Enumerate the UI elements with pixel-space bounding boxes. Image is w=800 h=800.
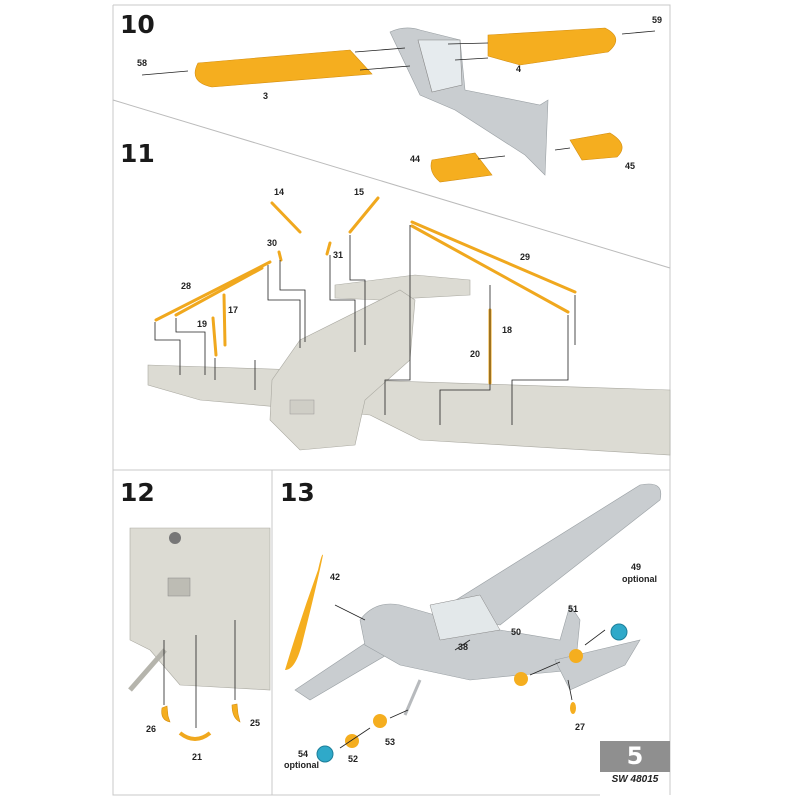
part-label: 25 bbox=[250, 718, 260, 728]
part-label: 19 bbox=[197, 319, 207, 329]
part-label: 26 bbox=[146, 724, 156, 734]
assembly-lines bbox=[154, 225, 576, 425]
cockpit-glazing bbox=[429, 594, 501, 641]
part-label: 30 bbox=[267, 238, 277, 248]
part-label: 4 bbox=[516, 64, 521, 74]
part-label: 20 bbox=[470, 349, 480, 359]
part-label: 38 bbox=[458, 642, 468, 652]
part-label: 14 bbox=[274, 187, 284, 197]
page-number: 5 bbox=[600, 741, 670, 772]
tailplane bbox=[554, 639, 641, 691]
step-11: 11 14 15 30 31 28 29 17 19 18 20 bbox=[120, 139, 671, 456]
exhaust bbox=[169, 532, 181, 544]
step-number: 13 bbox=[280, 478, 315, 507]
stabilizer-part-45 bbox=[569, 132, 623, 161]
part-label: 44 bbox=[410, 154, 420, 164]
part-label: 28 bbox=[181, 281, 191, 291]
hatch bbox=[167, 577, 191, 597]
cockpit-glazing bbox=[417, 39, 463, 93]
assembly-lines bbox=[163, 620, 236, 728]
part-21 bbox=[178, 731, 212, 741]
upper-wing bbox=[439, 483, 662, 626]
step-number: 12 bbox=[120, 478, 155, 507]
part-label: 29 bbox=[520, 252, 530, 262]
part-label: 17 bbox=[228, 305, 238, 315]
left-wing-part-3 bbox=[194, 49, 373, 88]
step-number: 10 bbox=[120, 10, 155, 39]
panel-frames bbox=[112, 4, 671, 796]
part-label: 27 bbox=[575, 722, 585, 732]
step-10: 10 58 3 59 4 44 45 bbox=[120, 10, 662, 183]
cowling-panel bbox=[289, 399, 315, 415]
assembly-lines bbox=[334, 604, 606, 749]
part-label: 31 bbox=[333, 250, 343, 260]
part-label: 59 bbox=[652, 15, 662, 25]
part-label: 58 bbox=[137, 58, 147, 68]
part-label: 3 bbox=[263, 91, 268, 101]
wings bbox=[147, 364, 671, 456]
part-label: 53 bbox=[385, 737, 395, 747]
part-label: 18 bbox=[502, 325, 512, 335]
part-25 bbox=[231, 703, 241, 723]
part-label: 52 bbox=[348, 754, 358, 764]
propeller-part-42 bbox=[285, 554, 323, 670]
stabilizer-part-44 bbox=[430, 152, 493, 183]
fuselage bbox=[359, 603, 581, 681]
part-label: 49 bbox=[631, 562, 641, 572]
step-13: 13 42 49 optional 51 50 38 27 53 52 54 o… bbox=[280, 478, 662, 770]
part-label: 51 bbox=[568, 604, 578, 614]
part-label: 45 bbox=[625, 161, 635, 171]
part-label: 50 bbox=[511, 627, 521, 637]
optional-note: optional bbox=[284, 760, 319, 770]
assembly-arrows bbox=[141, 30, 656, 160]
step-12: 12 26 25 21 bbox=[120, 478, 271, 762]
landing-gear-leg bbox=[403, 679, 422, 716]
kit-code: SW 48015 bbox=[611, 774, 659, 785]
optional-note: optional bbox=[622, 574, 657, 584]
part-label: 21 bbox=[192, 752, 202, 762]
landing-gear-leg bbox=[128, 648, 167, 692]
right-wing-part-4 bbox=[487, 27, 617, 66]
part-label: 42 bbox=[330, 572, 340, 582]
wheels bbox=[316, 623, 628, 763]
part-label: 54 bbox=[298, 749, 308, 759]
step-number: 11 bbox=[120, 139, 155, 168]
part-26 bbox=[161, 705, 171, 723]
part-label: 15 bbox=[354, 187, 364, 197]
tailplane bbox=[334, 274, 471, 301]
